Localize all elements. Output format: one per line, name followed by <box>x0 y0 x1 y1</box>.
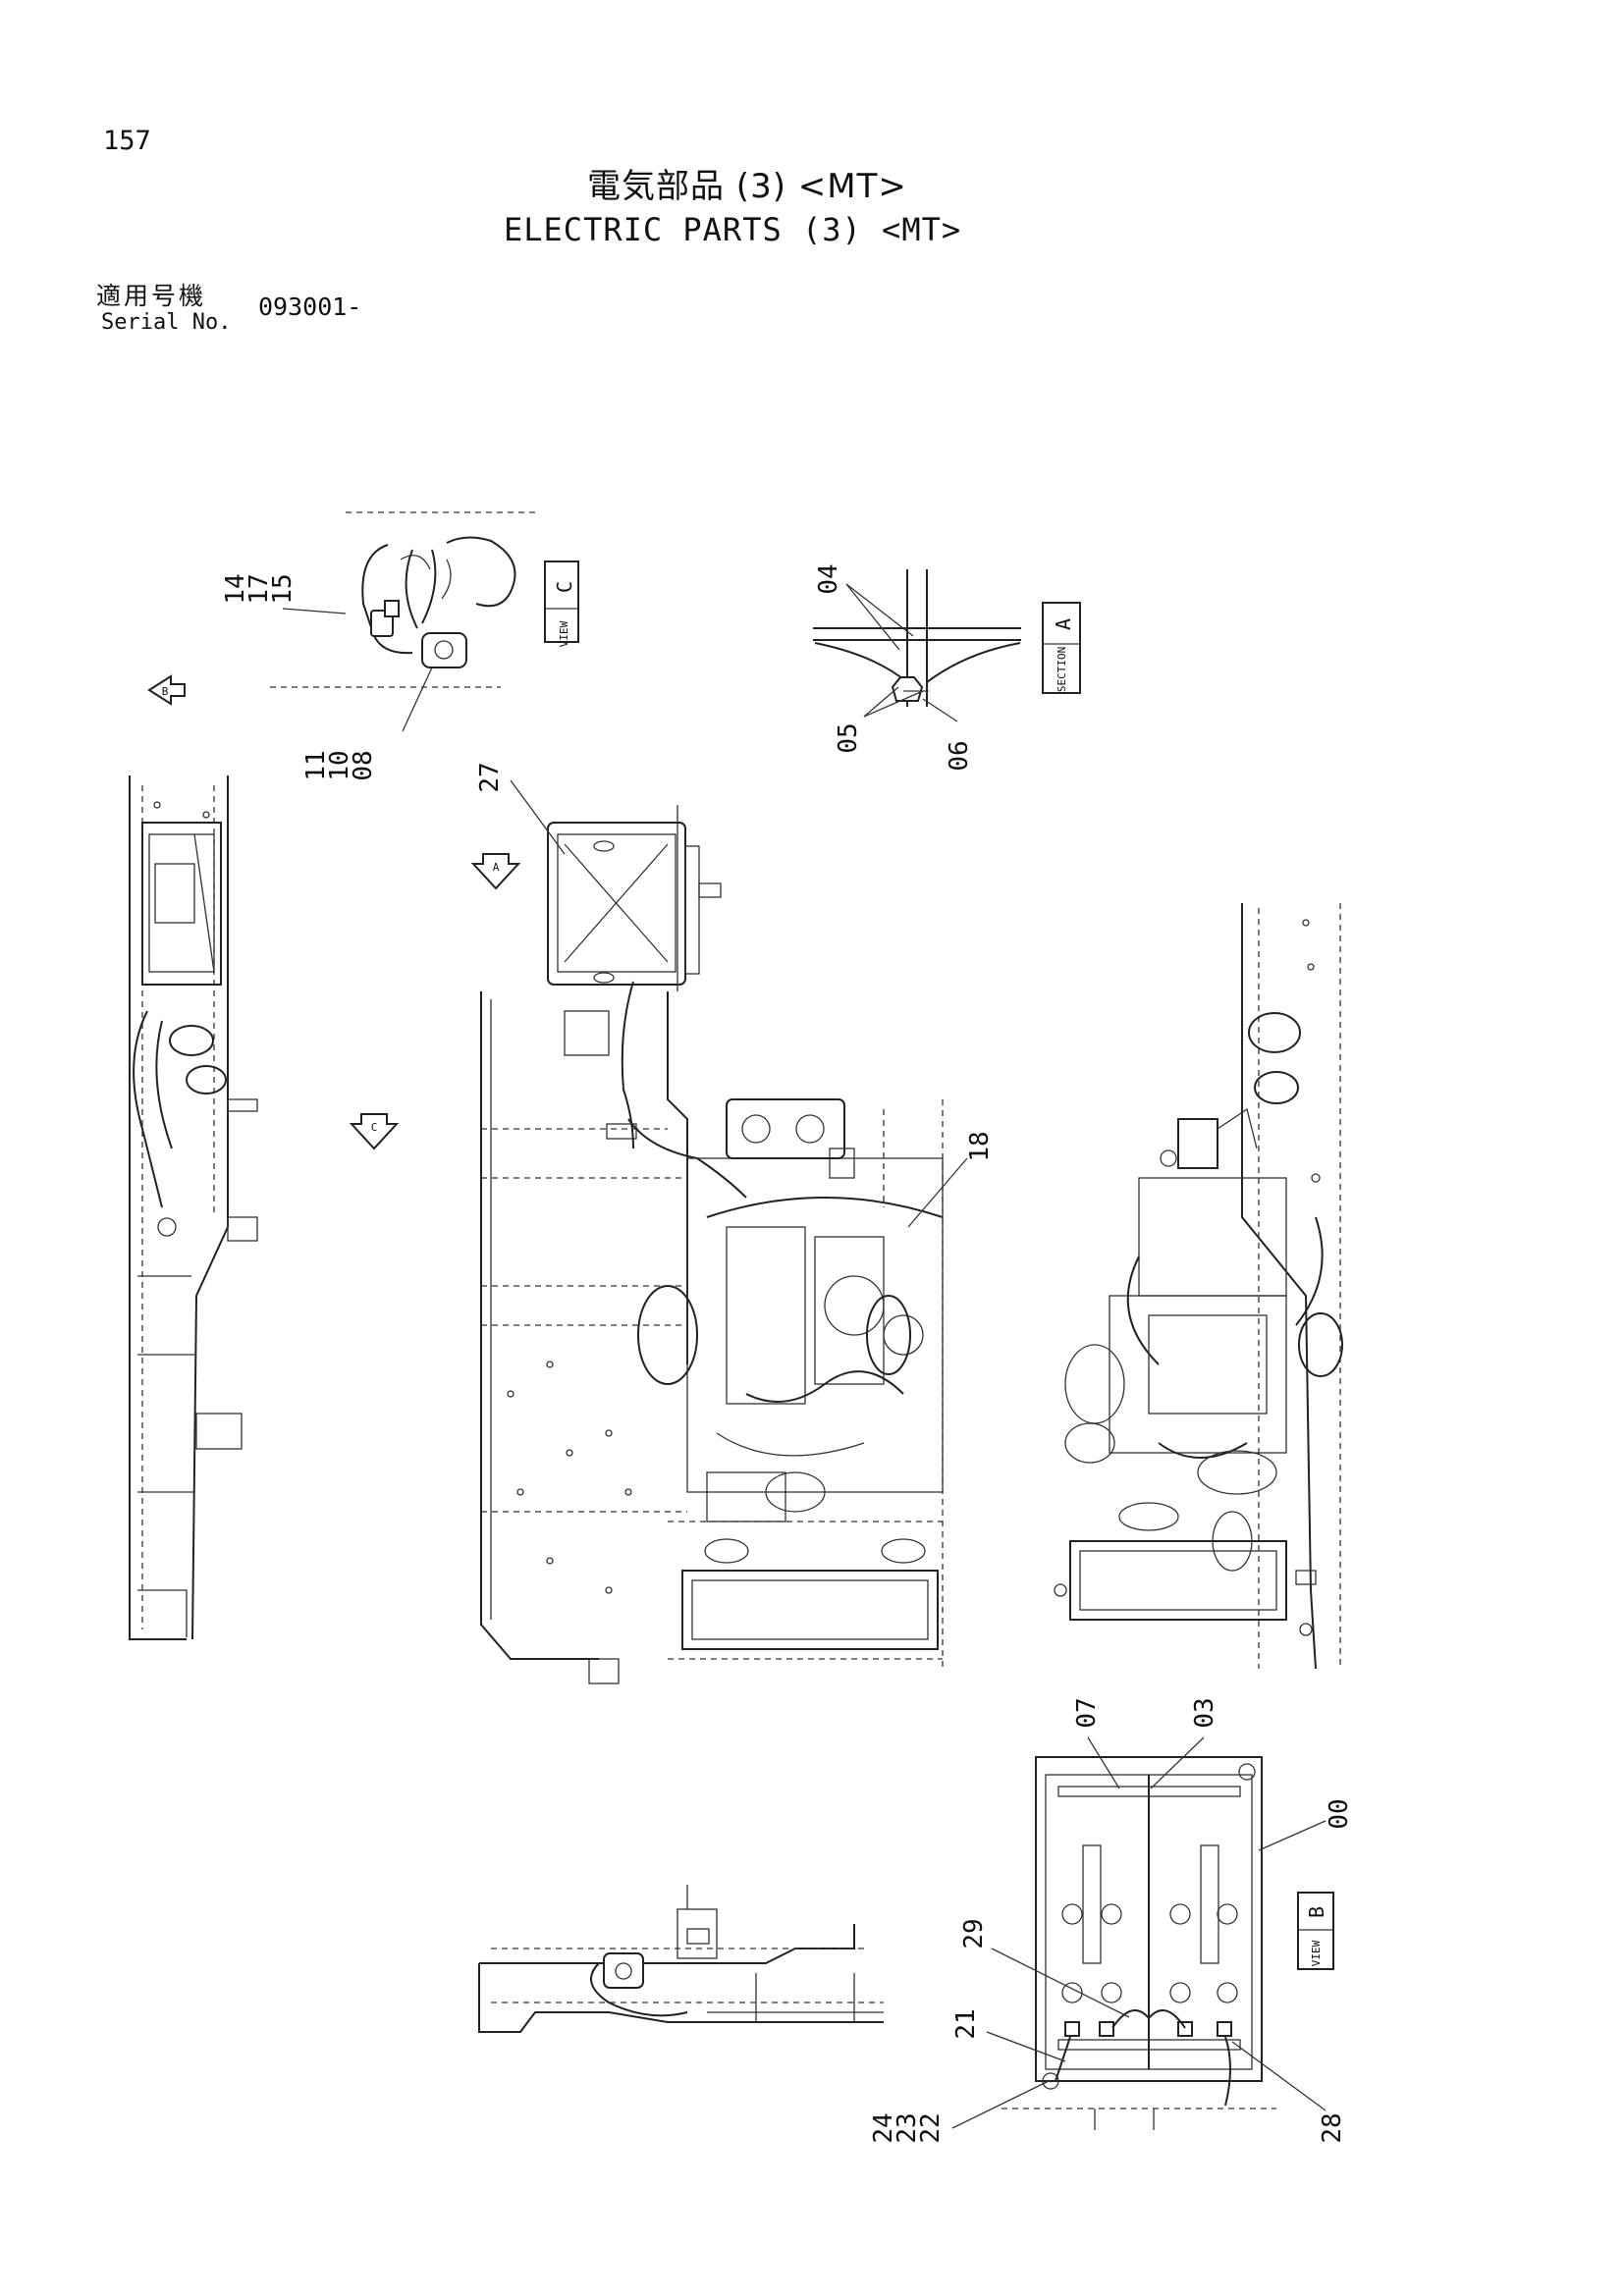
part-label-24: 24 <box>869 2112 898 2143</box>
view-b-battery-detail <box>1001 1756 1276 2130</box>
part-label-11: 11 <box>301 750 331 780</box>
callout-group-24-23-22: 24 23 22 <box>869 2080 1050 2144</box>
part-label-29: 29 <box>959 1918 989 1949</box>
callout-group-21: 21 <box>951 2008 1066 2062</box>
callout-group-29: 29 <box>959 1918 1130 2018</box>
part-label-22: 22 <box>916 2112 946 2143</box>
part-label-14: 14 <box>221 573 250 604</box>
center-plan-view <box>480 805 944 1684</box>
part-label-06: 06 <box>945 740 974 771</box>
part-label-17: 17 <box>244 573 274 604</box>
part-label-05: 05 <box>834 722 863 753</box>
callout-group-07-03-00: 07 03 00 <box>1072 1697 1354 1851</box>
part-label-21: 21 <box>951 2008 981 2039</box>
part-label-28: 28 <box>1318 2112 1347 2143</box>
callout-group-28: 28 <box>1231 2041 1347 2144</box>
left-side-frame-view <box>129 775 258 1640</box>
callout-group-14-17-15: 14 17 15 <box>221 573 347 614</box>
page-title-english: ELECTRIC PARTS (3) <MT> <box>504 211 962 248</box>
arrow-view-b: B <box>147 674 186 706</box>
page-title-japanese: 電気部品 (3) <MT> <box>587 167 907 206</box>
view-b-tag: B VIEW <box>1297 1892 1334 1970</box>
section-a-tag: A SECTION <box>1042 602 1081 694</box>
view-c-letter: C <box>553 581 576 593</box>
callout-group-11-10-08: 11 10 08 <box>301 667 433 781</box>
callout-group-27: 27 <box>475 762 566 855</box>
view-c-tag: C VIEW <box>544 561 579 647</box>
arrow-view-c: C <box>349 1113 400 1150</box>
part-label-00: 00 <box>1325 1798 1354 1829</box>
arrow-view-a: A <box>470 853 521 890</box>
part-label-03: 03 <box>1190 1697 1219 1728</box>
page-number: 157 <box>103 126 151 156</box>
part-label-15: 15 <box>268 573 298 604</box>
view-c-caption: VIEW <box>558 620 570 647</box>
serial-number-value: 093001- <box>258 293 362 321</box>
callout-group-04: 04 <box>814 563 914 651</box>
callout-group-18: 18 <box>907 1131 995 1228</box>
arrow-b-letter: B <box>162 685 169 698</box>
section-a-letter: A <box>1052 618 1075 630</box>
part-label-10: 10 <box>325 750 354 780</box>
part-label-04: 04 <box>814 563 843 594</box>
view-b-letter: B <box>1305 1906 1328 1918</box>
view-b-caption: VIEW <box>1310 1940 1323 1966</box>
part-label-08: 08 <box>349 750 378 780</box>
serial-label-japanese: 適用号機 <box>96 282 207 310</box>
right-side-engine-view <box>1054 903 1343 1670</box>
section-a-caption: SECTION <box>1056 647 1068 692</box>
part-label-18: 18 <box>965 1131 995 1161</box>
view-c-detail <box>270 511 535 688</box>
part-label-27: 27 <box>475 762 505 792</box>
part-label-07: 07 <box>1072 1697 1102 1728</box>
callout-group-05-06: 05 06 <box>834 686 974 772</box>
section-a-detail <box>813 569 1021 707</box>
bottom-side-view <box>478 1885 884 2033</box>
arrow-a-letter: A <box>493 861 500 874</box>
serial-label-english: Serial No. <box>101 310 232 335</box>
arrow-c-letter: C <box>371 1121 378 1134</box>
part-label-23: 23 <box>893 2112 922 2143</box>
